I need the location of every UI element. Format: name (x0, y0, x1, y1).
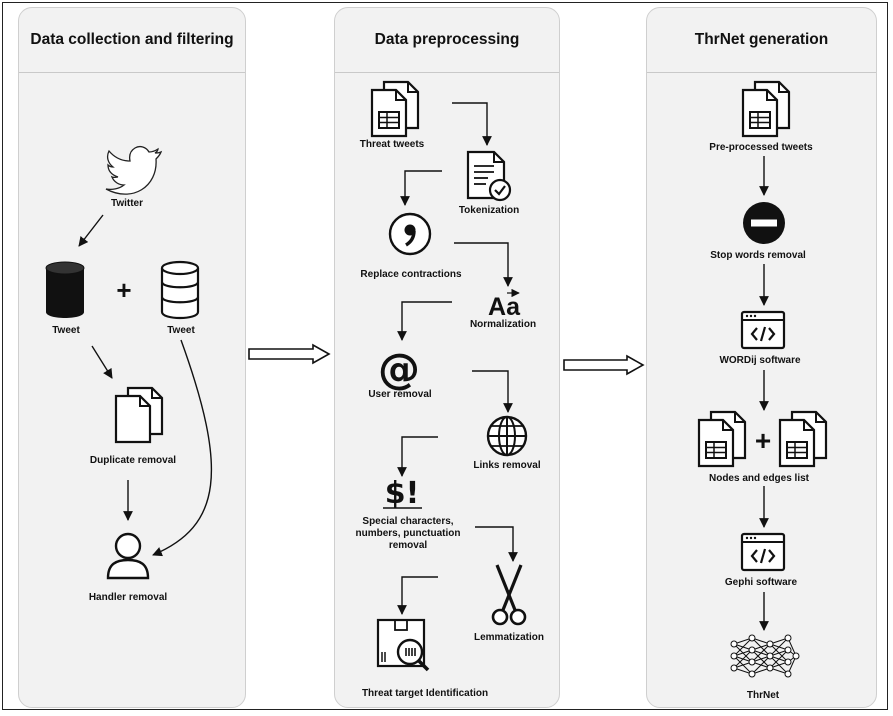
label-tweet-left: Tweet (52, 325, 80, 336)
label-threat-target: Threat target Identification (361, 688, 489, 699)
label-duplicate-removal: Duplicate removal (89, 455, 177, 466)
label-gephi-software: Gephi software (724, 577, 798, 588)
label-threat-tweets: Threat tweets (359, 139, 425, 150)
flow-arrow-1 (248, 343, 331, 365)
database-solid-icon (45, 261, 85, 318)
label-user-removal: User removal (368, 389, 432, 400)
gephi-code-icon (740, 532, 786, 572)
label-tokenization: Tokenization (458, 205, 520, 216)
threat-tweets-doc-icon (370, 80, 420, 138)
flow-arrow-2 (563, 354, 645, 376)
label-stop-words-removal: Stop words removal (710, 250, 806, 261)
documents-icon (114, 386, 164, 444)
label-nodes-edges-list: Nodes and edges list (708, 473, 810, 484)
panel-title-preprocessing: Data preprocessing (335, 8, 559, 73)
preprocessed-doc-icon (741, 80, 791, 138)
label-lemmatization: Lemmatization (473, 632, 545, 643)
comma-icon (388, 212, 432, 256)
scissors-icon (491, 564, 527, 626)
nodes-doc-icon-left (697, 410, 747, 468)
label-tweet-right: Tweet (167, 325, 195, 336)
collection-arrows (78, 214, 213, 557)
normalization-aa-icon: Aa (488, 293, 521, 321)
database-outline-icon (160, 260, 200, 320)
panel-title-generation: ThrNet generation (647, 8, 876, 73)
stop-icon (743, 202, 785, 244)
at-sign-icon: @ (378, 344, 420, 393)
package-search-icon (376, 618, 430, 672)
panel-data-collection: Data collection and filtering (18, 7, 246, 708)
label-replace-contractions: Replace contractions (360, 269, 462, 280)
label-normalization: Normalization (469, 319, 537, 330)
nodes-doc-icon-right (778, 410, 828, 468)
preprocessing-arrows (397, 102, 518, 615)
twitter-bird-icon (105, 145, 163, 195)
label-wordij-software: WORDij software (719, 355, 801, 366)
neural-network-icon (730, 634, 800, 678)
special-chars-icon: $! (385, 476, 420, 511)
label-thrnet: ThrNet (746, 690, 780, 701)
globe-icon (486, 415, 528, 457)
label-twitter: Twitter (110, 198, 144, 209)
wordij-code-icon (740, 310, 786, 350)
label-preprocessed-tweets: Pre-processed tweets (709, 142, 813, 153)
plus-sign-generation: + (754, 425, 772, 456)
tokenization-doc-icon (466, 150, 512, 202)
user-icon (106, 532, 150, 580)
label-special-characters: Special characters, numbers, punctuation… (355, 516, 461, 551)
plus-sign-collection: + (116, 275, 132, 305)
panel-title-collection: Data collection and filtering (19, 8, 245, 73)
label-links-removal: Links removal (473, 460, 541, 471)
label-handler-removal: Handler removal (88, 592, 168, 603)
